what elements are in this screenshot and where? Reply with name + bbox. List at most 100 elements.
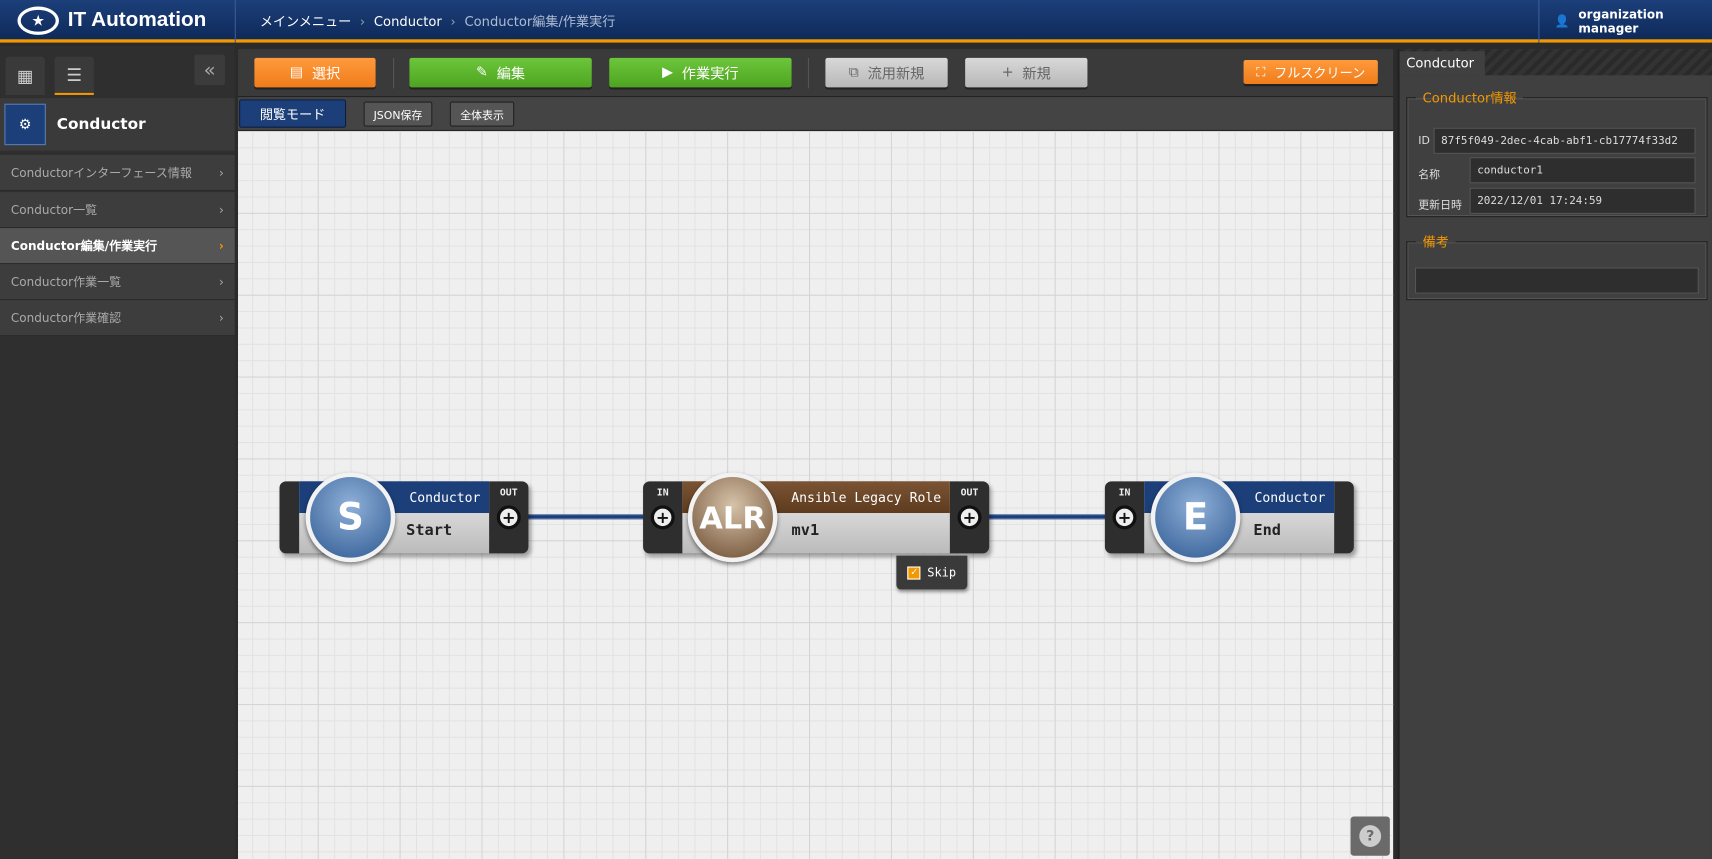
- divider: [393, 57, 395, 89]
- id-label: ID: [1418, 135, 1430, 148]
- new-button[interactable]: + 新規: [965, 57, 1088, 88]
- sidebar-item-job-list[interactable]: Conductor作業一覧 ›: [0, 264, 235, 301]
- plus-icon: +: [1112, 505, 1137, 530]
- fullscreen-icon: ⛶: [1256, 63, 1266, 80]
- plus-icon: +: [496, 505, 521, 530]
- node-name: mv1: [791, 521, 820, 540]
- button-label: 新規: [1022, 66, 1051, 83]
- play-icon: ▶: [662, 64, 674, 81]
- edit-button[interactable]: ✎編集: [409, 57, 592, 88]
- node-name: Start: [406, 521, 453, 540]
- show-all-button[interactable]: 全体表示: [449, 101, 515, 127]
- id-value: 87f5f049-2dec-4cab-abf1-cb17774f33d2: [1433, 127, 1696, 154]
- plus-icon: +: [1001, 64, 1014, 81]
- in-terminal[interactable]: IN +: [1105, 481, 1144, 553]
- breadcrumb-current: Conductor編集/作業実行: [464, 14, 616, 30]
- sidebar-item-conductor-edit[interactable]: Conductor編集/作業実行 ›: [0, 228, 235, 265]
- app-title: IT Automation: [67, 8, 207, 32]
- grid-view-tab[interactable]: ▦: [5, 56, 45, 95]
- list-icon: ☰: [66, 64, 83, 86]
- sidebar-item-conductor-list[interactable]: Conductor一覧 ›: [0, 192, 235, 229]
- sidebar-item-label: Conductor編集/作業実行: [10, 239, 158, 254]
- chevron-right-icon: ›: [219, 165, 224, 180]
- node-icon-start: S: [305, 472, 396, 563]
- help-button[interactable]: ?: [1350, 816, 1390, 856]
- terminal-label: OUT: [960, 487, 979, 499]
- chevron-right-icon: ›: [218, 238, 224, 253]
- collapse-sidebar-button[interactable]: «: [194, 54, 225, 86]
- logo-icon: ★: [17, 6, 59, 35]
- chevron-right-icon: ›: [450, 13, 456, 29]
- view-mode-button[interactable]: 閲覧モード: [239, 99, 347, 128]
- breadcrumb-main-menu[interactable]: メインメニュー: [259, 14, 352, 30]
- user-name: organization manager: [1578, 7, 1664, 36]
- sub-toolbar: 閲覧モード JSON保存 全体表示: [238, 97, 1394, 131]
- terminal-label: IN: [1118, 487, 1131, 499]
- sidebar-item-label: Conductor作業確認: [10, 311, 122, 326]
- toolbar: ▤選択 ✎編集 ▶ 作業実行 ⧉流用新規 + 新規 ⛶ フルスクリーン: [238, 49, 1394, 98]
- tab-conductor[interactable]: Condcutor: [1399, 51, 1485, 76]
- list-view-tab[interactable]: ☰: [54, 56, 94, 95]
- updated-label: 更新日時: [1418, 199, 1462, 212]
- connection-line: [986, 514, 1108, 520]
- terminal-label: OUT: [499, 487, 518, 499]
- sidebar-item-label: Conductorインターフェース情報: [10, 165, 192, 181]
- grid-icon: ▦: [16, 65, 34, 87]
- breadcrumb: メインメニュー › Conductor › Conductor編集/作業実行: [260, 12, 615, 31]
- divider: [234, 0, 236, 43]
- sidebar-item-job-check[interactable]: Conductor作業確認 ›: [0, 300, 235, 337]
- section-title: Conductor情報: [1422, 90, 1517, 106]
- plus-icon: +: [957, 505, 982, 530]
- fullscreen-button[interactable]: ⛶ フルスクリーン: [1243, 60, 1378, 85]
- chevron-right-icon: ›: [219, 202, 224, 217]
- name-value: conductor1: [1469, 157, 1696, 184]
- execute-button[interactable]: ▶ 作業実行: [609, 57, 792, 88]
- button-label: 作業実行: [681, 66, 739, 83]
- json-save-button[interactable]: JSON保存: [363, 101, 433, 127]
- button-label: 流用新規: [867, 66, 925, 83]
- divider: [807, 57, 810, 89]
- in-terminal[interactable]: IN +: [643, 481, 682, 553]
- question-icon: ?: [1359, 825, 1382, 848]
- updated-value: 2022/12/01 17:24:59: [1469, 187, 1696, 214]
- conductor-info-section: Conductor情報 ID 87f5f049-2dec-4cab-abf1-c…: [1406, 88, 1708, 218]
- chevron-right-icon: ›: [359, 13, 366, 29]
- edit-icon: ✎: [476, 64, 488, 81]
- plus-icon: +: [650, 505, 675, 530]
- select-button[interactable]: ▤選択: [254, 57, 376, 88]
- node-icon-alr: ALR: [687, 472, 778, 563]
- sidebar-title-text: Conductor: [56, 115, 146, 134]
- chevron-right-icon: ›: [219, 274, 224, 289]
- sidebar-title: ⚙ Conductor: [0, 98, 235, 151]
- skip-checkbox[interactable]: ✓ Skip: [896, 555, 968, 590]
- out-terminal[interactable]: OUT +: [489, 481, 528, 553]
- user-icon: 👤: [1554, 14, 1570, 29]
- note-value: [1414, 267, 1699, 294]
- sidebar-item-label: Conductor作業一覧: [10, 275, 122, 290]
- skip-label: Skip: [927, 565, 957, 580]
- button-label: 選択: [311, 66, 341, 83]
- sidebar-item-interface-info[interactable]: Conductorインターフェース情報 ›: [0, 154, 235, 192]
- conductor-icon: ⚙: [4, 103, 46, 146]
- chevron-right-icon: ›: [219, 310, 224, 325]
- breadcrumb-conductor[interactable]: Conductor: [373, 13, 442, 29]
- name-label: 名称: [1418, 169, 1441, 182]
- property-panel: Condcutor Conductor情報 ID 87f5f049-2dec-4…: [1397, 49, 1712, 859]
- sidebar-item-label: Conductor一覧: [10, 203, 98, 218]
- terminal-label: IN: [656, 487, 669, 499]
- app-logo[interactable]: ★ IT Automation: [17, 5, 206, 36]
- out-terminal[interactable]: OUT +: [950, 481, 989, 553]
- user-menu[interactable]: 👤 organization manager: [1538, 0, 1712, 43]
- note-section: 備考: [1406, 232, 1708, 301]
- checkbox-checked-icon: ✓: [907, 565, 921, 580]
- node-icon-end: E: [1150, 472, 1241, 563]
- section-title: 備考: [1422, 234, 1449, 250]
- button-label: フルスクリーン: [1274, 64, 1366, 81]
- top-header: ★ IT Automation メインメニュー › Conductor › Condu…: [0, 0, 1712, 43]
- copy-new-button[interactable]: ⧉流用新規: [825, 57, 948, 88]
- connection-line: [526, 514, 645, 520]
